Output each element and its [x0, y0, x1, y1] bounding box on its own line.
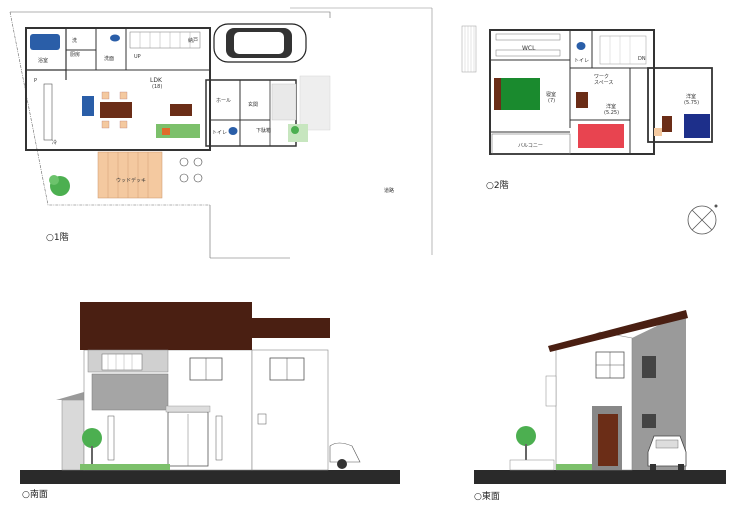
- room-size-west2: (5.75): [684, 100, 699, 106]
- chair: [101, 91, 110, 100]
- floor2-plan: WCL トイレ DN ワーク スペース 寝室 (7) 洋室 (5.25) 洋室 …: [461, 25, 718, 235]
- stairs-down-label: DN: [638, 56, 646, 62]
- room-label-entrance: 玄関: [248, 101, 258, 108]
- room-label-master: 寝室: [546, 91, 556, 98]
- dining-table: [100, 102, 132, 118]
- caption-floor1: ○1階: [46, 232, 69, 243]
- room-label-kitchen: 厨房: [70, 51, 80, 58]
- caption-south: ○南面: [22, 488, 48, 500]
- chair: [101, 120, 110, 129]
- east-elevation: ○東面: [474, 310, 726, 502]
- label-fridge: 冷: [52, 139, 57, 146]
- label-wood-deck: ウッドデッキ: [116, 177, 146, 184]
- room-size-west1: (5.25): [604, 110, 619, 116]
- bed-master: [500, 78, 540, 110]
- roof-side: [252, 318, 330, 338]
- room-label-wcl: WCL: [522, 45, 536, 52]
- front-door: [598, 414, 618, 466]
- room-label-bath: 浴室: [38, 57, 48, 64]
- balcony-area: [491, 133, 571, 155]
- balcony-wall: [91, 373, 169, 411]
- stairs-up-label: UP: [134, 54, 141, 60]
- bed-room2: [684, 114, 710, 138]
- room-label-hall: ホール: [216, 98, 231, 104]
- south-elevation: ○南面: [20, 302, 400, 500]
- room-label-wash: 洗: [72, 37, 77, 44]
- tree: [516, 426, 536, 446]
- caption-east: ○東面: [474, 490, 500, 502]
- desk-room2: [662, 116, 672, 132]
- roof-main: [80, 302, 252, 350]
- chair: [119, 120, 128, 129]
- room-size-ldk: (18): [152, 84, 162, 90]
- room-label-west2: 洋室: [686, 93, 696, 100]
- desk-room1: [576, 92, 588, 108]
- washbasin: [110, 34, 120, 42]
- label-balcony: バルコニー: [518, 143, 543, 149]
- room-label-ldk: LDK: [150, 77, 163, 84]
- label-road: 道路: [384, 187, 394, 194]
- room-label-storage: 納戸: [188, 37, 198, 44]
- toilet-fixture-2f: [576, 42, 586, 50]
- caption-floor2: ○2階: [486, 180, 509, 191]
- kitchen-counter: [43, 83, 53, 141]
- room-label-west1: 洋室: [606, 103, 616, 110]
- stairs-floor1: [129, 31, 201, 49]
- toilet-fixture: [228, 127, 238, 135]
- side-wall: [632, 312, 686, 470]
- chair: [119, 91, 128, 100]
- room-label-washroom: 洗面: [104, 55, 114, 62]
- tree: [82, 428, 102, 448]
- label-space: スペース: [594, 80, 613, 86]
- room-label-toilet: トイレ: [212, 130, 227, 136]
- label-pantry: P: [34, 78, 37, 84]
- room-size-master: (7): [548, 98, 555, 104]
- floor1-plan: 浴室 洗 厨房 洗面 UP 納戸 LDK (18) ホール 玄関 トイレ 下駄箱…: [9, 7, 433, 259]
- car-front: [647, 435, 687, 470]
- kitchen-island: [82, 96, 94, 116]
- label-work: ワーク: [594, 74, 609, 80]
- tv-board: [170, 104, 192, 116]
- wood-deck: [97, 151, 163, 199]
- roof-east: [548, 310, 688, 352]
- cushion: [162, 128, 170, 135]
- room-label-shoes: 下駄箱: [256, 127, 271, 134]
- car-topview: [213, 23, 307, 63]
- room-label-toilet-2f: トイレ: [574, 58, 589, 64]
- bathtub: [30, 34, 60, 50]
- bicycles: [179, 157, 203, 183]
- bed-room1: [578, 124, 624, 148]
- north-arrow-icon: [687, 204, 718, 235]
